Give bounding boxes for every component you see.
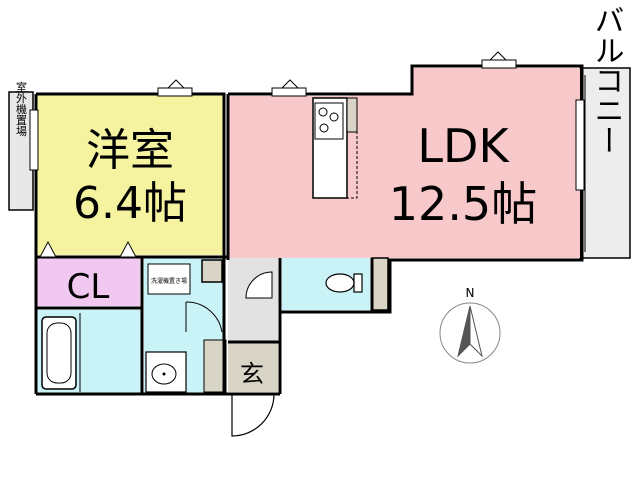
compass-north-label: N	[466, 286, 475, 300]
window-marker-icon	[166, 51, 508, 89]
door-swing-icon	[39, 240, 137, 258]
western-room	[36, 95, 224, 255]
western-room-name: 洋室	[86, 125, 174, 176]
ldk-room-size: 12.5帖	[389, 177, 537, 231]
outdoor-unit-label: 室外機置場	[15, 80, 28, 137]
hallway	[228, 258, 278, 342]
closet-label: CL	[67, 267, 110, 307]
outdoor-unit-area	[8, 91, 34, 211]
bathtub-icon	[41, 316, 77, 390]
entrance-label: 玄	[240, 360, 264, 388]
washbasin-icon	[145, 351, 187, 393]
ldk-room-name: LDK	[417, 119, 510, 173]
door-swing-icon	[245, 271, 273, 299]
western-room-size: 6.4帖	[73, 178, 187, 229]
balcony-area	[579, 67, 631, 259]
compass-icon: N	[439, 286, 501, 364]
washer-label: 洗濯機置き場	[151, 277, 187, 285]
balcony-label: バルコニー	[589, 5, 624, 155]
walls	[34, 64, 584, 396]
toilet-icon	[325, 273, 363, 293]
stove-icon	[314, 102, 344, 140]
closet	[36, 258, 140, 306]
door-swing-icon	[185, 301, 223, 333]
door-swing-icon	[231, 393, 275, 437]
entrance	[228, 342, 278, 392]
washer-space	[147, 263, 191, 295]
